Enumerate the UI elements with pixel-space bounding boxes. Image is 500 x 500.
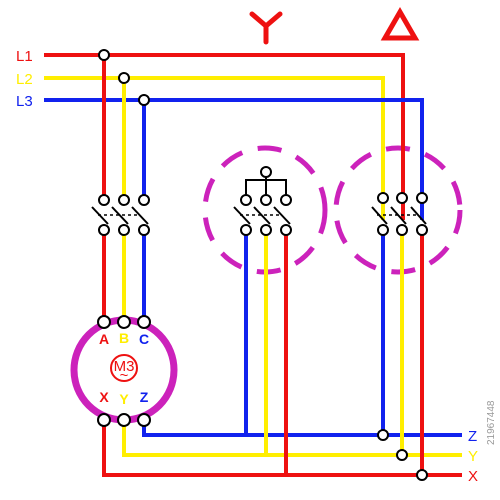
motor-winding-symbol bbox=[110, 354, 138, 382]
motor-terminal-x: X bbox=[99, 389, 109, 405]
delta-symbol bbox=[380, 6, 420, 41]
main-contactor bbox=[91, 194, 150, 236]
motor-symbol-label: M3 bbox=[114, 358, 135, 375]
watermark-id: 21967448 bbox=[486, 400, 497, 445]
delta-contactor bbox=[371, 192, 428, 236]
motor-terminal-a: A bbox=[99, 331, 109, 347]
label-out-z: Z bbox=[468, 428, 477, 445]
delta-contactor-circle bbox=[333, 145, 463, 275]
label-l1: L1 bbox=[16, 48, 33, 65]
return-junctions bbox=[377, 429, 428, 481]
motor-terminal-z: Z bbox=[140, 389, 149, 405]
bus-l1 bbox=[44, 53, 405, 220]
return-y bbox=[122, 420, 462, 457]
label-out-y: Y bbox=[468, 448, 478, 465]
label-out-x: X bbox=[468, 468, 478, 485]
motor-terminal-c: C bbox=[139, 331, 149, 347]
label-l3: L3 bbox=[16, 93, 33, 110]
return-z bbox=[142, 420, 462, 437]
bus-l2 bbox=[44, 76, 385, 220]
label-l2: L2 bbox=[16, 71, 33, 88]
return-x bbox=[102, 420, 462, 477]
motor-symbol-tilde: ~ bbox=[120, 367, 129, 384]
motor-terminal-b: B bbox=[119, 330, 129, 346]
bus-l3 bbox=[44, 98, 424, 220]
wye-symbol bbox=[249, 11, 283, 45]
bus-junctions bbox=[98, 49, 150, 106]
motor: M3 ~ A B C X Y Z bbox=[70, 315, 178, 427]
motor-terminal-y: Y bbox=[119, 391, 129, 407]
wye-contactor bbox=[233, 166, 292, 236]
